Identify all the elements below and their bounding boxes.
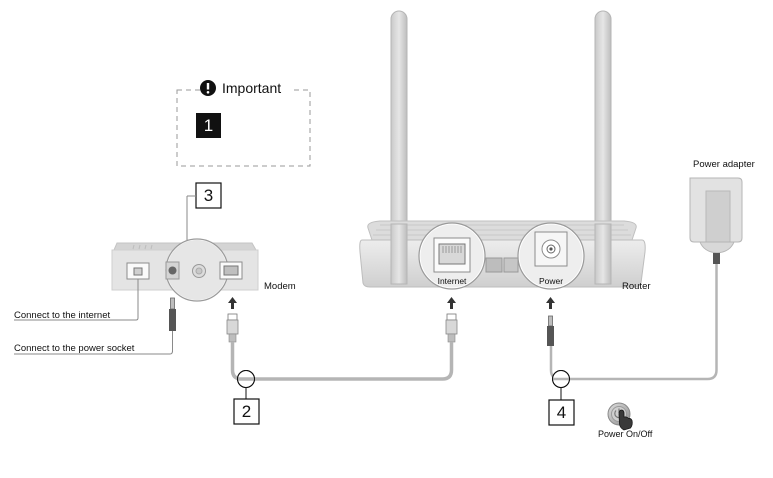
modem-internet-connection xyxy=(14,279,139,321)
power-port-label: Power xyxy=(539,276,563,286)
modem-power-plug xyxy=(14,297,176,355)
power-adapter xyxy=(689,177,743,264)
connect-power-socket-label: Connect to the power socket xyxy=(14,343,135,354)
modem-label: Modem xyxy=(264,281,296,292)
step-1-badge: 1 xyxy=(196,113,221,138)
router-label: Router xyxy=(622,281,651,292)
svg-text:1: 1 xyxy=(204,116,213,135)
exclamation-icon xyxy=(200,80,216,96)
svg-text:2: 2 xyxy=(242,402,251,421)
step-3-badge: 3 xyxy=(195,182,222,209)
connect-internet-label: Connect to the internet xyxy=(14,310,110,321)
svg-text:3: 3 xyxy=(204,186,213,205)
arrow-up-icon xyxy=(447,297,456,309)
pointing-hand-icon xyxy=(618,409,633,431)
internet-port-label: Internet xyxy=(438,276,467,286)
arrow-up-icon xyxy=(228,297,237,309)
svg-text:4: 4 xyxy=(557,403,566,422)
step-4-badge: 4 xyxy=(548,399,575,426)
arrow-up-icon xyxy=(546,297,555,309)
router xyxy=(359,10,646,290)
step-2-badge: 2 xyxy=(233,398,260,425)
important-box: Important xyxy=(176,80,311,167)
power-cable xyxy=(547,264,718,400)
power-adapter-label: Power adapter xyxy=(693,159,755,170)
ethernet-cable xyxy=(226,313,458,399)
modem xyxy=(111,238,259,302)
important-label: Important xyxy=(222,80,281,96)
power-onoff-label: Power On/Off xyxy=(598,429,653,439)
